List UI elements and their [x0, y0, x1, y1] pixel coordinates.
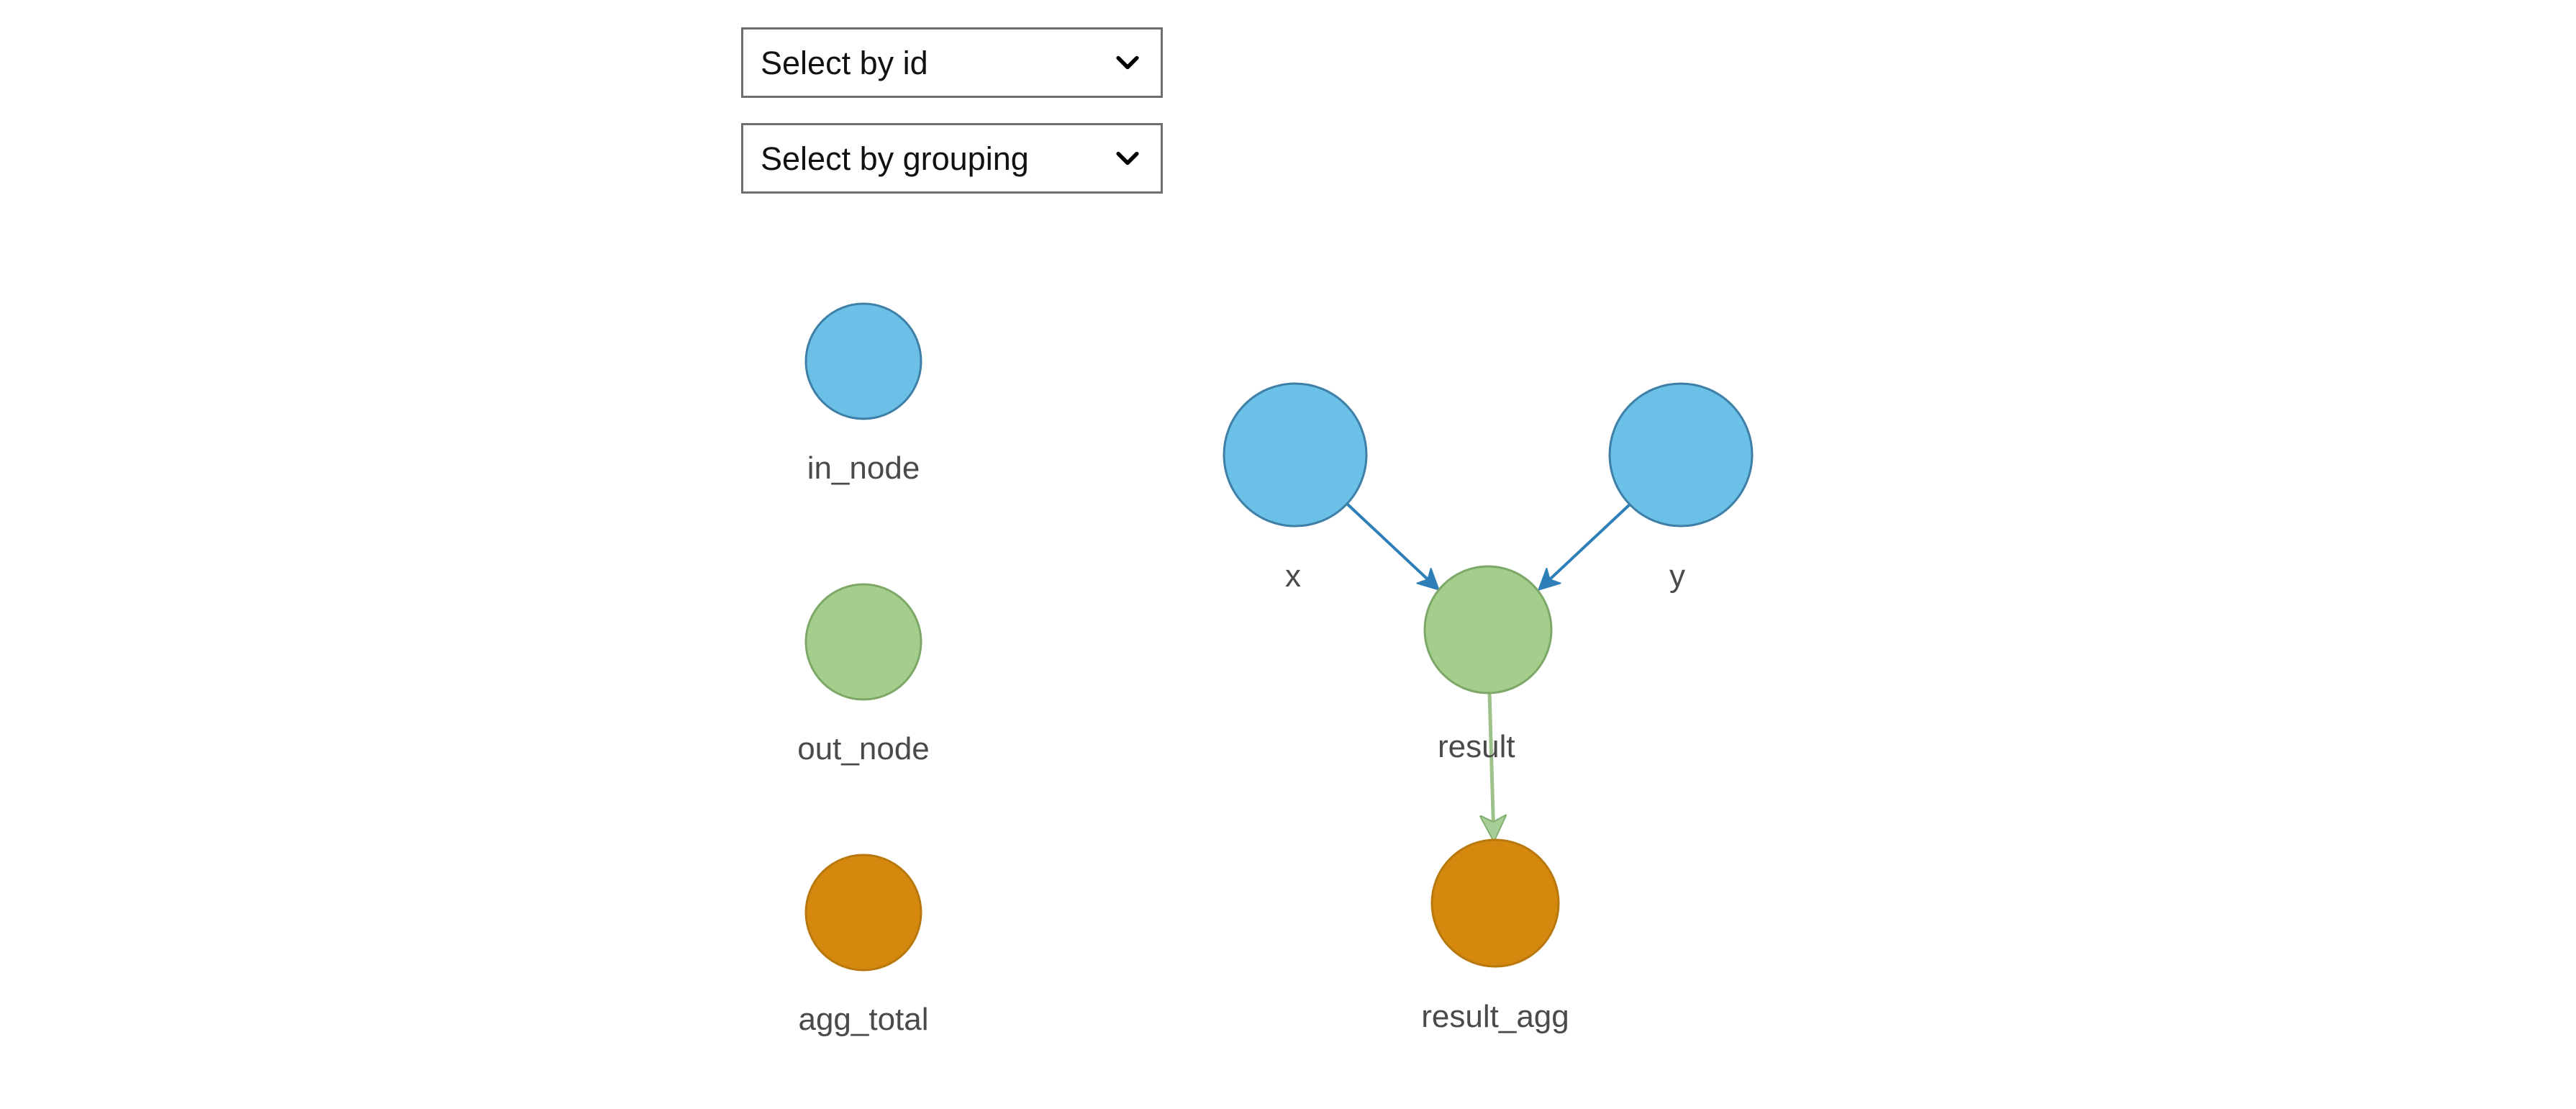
- legend-label-in-node: in_node: [807, 451, 920, 486]
- legend-swatch-agg-total: [804, 854, 922, 972]
- legend-swatch-out-node: [804, 583, 922, 701]
- legend: in_node out_node agg_total: [797, 302, 930, 1037]
- edge-result-to-result-agg: [1489, 692, 1494, 839]
- legend-label-agg-total: agg_total: [798, 1002, 928, 1037]
- edge-y-to-result: [1540, 502, 1632, 589]
- graph-node-result-circle: [1423, 565, 1553, 694]
- graph-node-result-agg-label: result_agg: [1421, 999, 1569, 1034]
- chevron-down-icon: [1112, 142, 1143, 174]
- edge-x-to-result: [1346, 502, 1438, 589]
- graph-node-y[interactable]: y: [1608, 382, 1754, 594]
- legend-item-in-node[interactable]: in_node: [804, 302, 922, 486]
- legend-swatch-in-node: [804, 302, 922, 420]
- legend-item-out-node[interactable]: out_node: [797, 583, 930, 766]
- select-by-id-value: Select by id: [761, 44, 928, 81]
- legend-label-out-node: out_node: [797, 731, 930, 766]
- graph-node-y-circle: [1608, 382, 1754, 528]
- select-by-grouping[interactable]: Select by grouping: [741, 123, 1163, 194]
- graph-node-result-agg-circle: [1430, 838, 1560, 968]
- graph-node-result-agg[interactable]: result_agg: [1421, 838, 1569, 1034]
- graph-node-x-circle: [1223, 382, 1368, 528]
- chevron-down-icon: [1112, 47, 1143, 78]
- select-by-id[interactable]: Select by id: [741, 27, 1163, 98]
- graph-node-result[interactable]: [1423, 565, 1553, 694]
- edge-label-result: result: [1438, 729, 1515, 764]
- legend-item-agg-total[interactable]: agg_total: [798, 854, 929, 1037]
- graph-nodes: x y result_agg: [1223, 382, 1754, 1034]
- graph-node-y-label: y: [1669, 558, 1685, 594]
- graph-node-x-label: x: [1285, 558, 1301, 594]
- filter-controls: Select by id Select by grouping: [741, 27, 1163, 194]
- graph-node-x[interactable]: x: [1223, 382, 1368, 594]
- select-by-grouping-value: Select by grouping: [761, 140, 1029, 177]
